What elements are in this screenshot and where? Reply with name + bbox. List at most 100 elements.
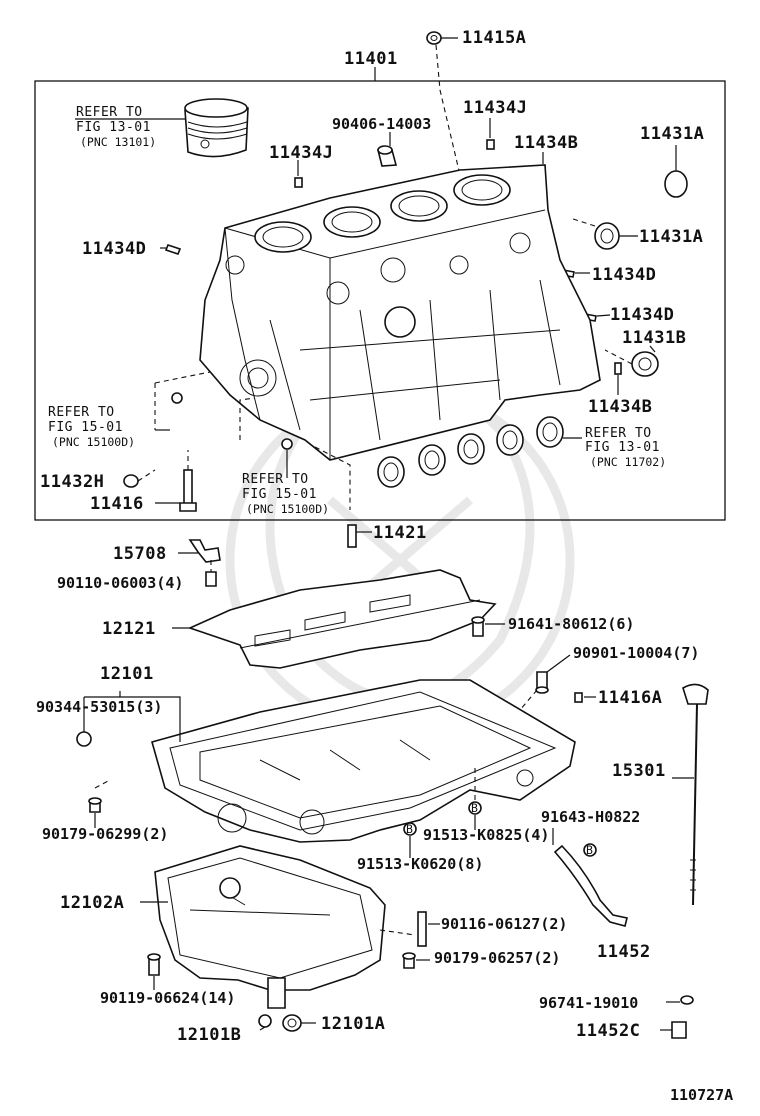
label-90344-53015: 90344-53015(3) (36, 698, 162, 716)
label-90901-10004: 90901-10004(7) (573, 644, 699, 662)
plug-11415A[interactable] (426, 31, 442, 45)
svg-text:FIG 13-01: FIG 13-01 (76, 120, 151, 135)
cap-11452C[interactable] (671, 1021, 687, 1039)
svg-text:(PNC 15100D): (PNC 15100D) (52, 435, 135, 449)
plug-11431A-top[interactable] (664, 170, 688, 198)
svg-text:FIG 15-01: FIG 15-01 (48, 420, 123, 435)
label-11452: 11452 (597, 942, 651, 962)
label-90110-06003: 90110-06003(4) (57, 574, 183, 592)
svg-text:(PNC 15100D): (PNC 15100D) (246, 502, 329, 516)
main-bearing-set[interactable] (377, 416, 564, 488)
svg-text:REFER TO: REFER TO (48, 405, 115, 420)
labels: 11415A 11401 11434J 90406-14003 11434B 1… (36, 28, 704, 1045)
dipstick-15301[interactable] (682, 683, 709, 906)
svg-text:B: B (586, 843, 593, 857)
label-11432H: 11432H (40, 472, 104, 492)
label-90119-06624: 90119-06624(14) (100, 989, 235, 1007)
ref-note-left-15-01: REFER TO FIG 15-01 (PNC 15100D) (48, 405, 135, 449)
label-91643-H0822: 91643-H0822 (541, 808, 640, 826)
plug-11431B[interactable] (631, 351, 659, 377)
ring-96741-19010[interactable] (680, 995, 694, 1005)
oil-baffle-plate-12121[interactable] (187, 569, 497, 669)
label-90116-06127: 90116-06127(2) (441, 915, 567, 933)
svg-text:B: B (406, 822, 413, 836)
pin-11434D-left[interactable] (164, 244, 182, 255)
label-90406-14003: 90406-14003 (332, 115, 431, 133)
label-12101A: 12101A (321, 1014, 385, 1034)
label-11434B-a: 11434B (514, 133, 578, 153)
pin-11434B-lower[interactable] (614, 362, 622, 375)
label-11431A-a: 11431A (640, 124, 704, 144)
label-11434B-b: 11434B (588, 397, 652, 417)
svg-text:(PNC 13101): (PNC 13101) (80, 135, 156, 149)
pin-11416A[interactable] (574, 692, 583, 703)
label-91641-80612: 91641-80612(6) (508, 615, 634, 633)
svg-text:FIG 15-01: FIG 15-01 (242, 487, 317, 502)
oil-pan-upper-12101[interactable] (151, 679, 576, 843)
label-15301: 15301 (612, 761, 666, 781)
pin-11421[interactable] (347, 524, 357, 548)
label-15708: 15708 (113, 544, 167, 564)
plug-left-side[interactable] (281, 438, 293, 450)
ref-note-bearing: REFER TO FIG 13-01 (PNC 11702) (585, 426, 666, 469)
label-96741-19010: 96741-19010 (539, 994, 638, 1012)
ref-note-mid-15-01: REFER TO FIG 15-01 (PNC 15100D) (242, 472, 329, 516)
svg-text:REFER TO: REFER TO (76, 105, 143, 120)
bolt-90119-06624[interactable] (147, 953, 161, 976)
bolt-91513-K0620[interactable]: B (403, 822, 417, 836)
label-11434J-b: 11434J (269, 143, 333, 163)
cylinder-block[interactable] (199, 164, 601, 461)
plug-90406-14003[interactable] (376, 145, 398, 167)
label-11434D-b: 11434D (592, 265, 656, 285)
bolt-90110[interactable] (205, 571, 217, 587)
svg-text:FIG 13-01: FIG 13-01 (585, 440, 660, 455)
label-11452C: 11452C (576, 1021, 640, 1041)
label-11416: 11416 (90, 494, 144, 514)
plug-11432H[interactable] (171, 392, 183, 404)
label-11421: 11421 (373, 523, 427, 543)
label-11434D-c: 11434D (610, 305, 674, 325)
seal-11431A[interactable] (594, 222, 620, 250)
svg-text:B: B (471, 801, 478, 815)
dowel-11434J-right[interactable] (486, 139, 495, 150)
oil-pan-lower-12102A[interactable] (154, 845, 386, 1009)
label-12101: 12101 (100, 664, 154, 684)
plug-90344-53015[interactable] (76, 731, 92, 747)
label-90179-06257: 90179-06257(2) (434, 949, 560, 967)
label-12121: 12121 (102, 619, 156, 639)
label-11431A-b: 11431A (639, 227, 703, 247)
label-11431B: 11431B (622, 328, 686, 348)
label-90179-06299: 90179-06299(2) (42, 825, 168, 843)
figure-code: 110727A (670, 1086, 733, 1104)
label-91513-K0620: 91513-K0620(8) (357, 855, 483, 873)
ref-note-piston: REFER TO FIG 13-01 (PNC 13101) (76, 105, 156, 149)
dowel-11434J-left[interactable] (294, 177, 303, 188)
bolt-90901-10004[interactable] (535, 671, 549, 694)
bolt-91641-80612[interactable] (471, 616, 485, 637)
svg-text:REFER TO: REFER TO (585, 426, 652, 441)
label-12101B: 12101B (177, 1025, 241, 1045)
svg-text:(PNC 11702): (PNC 11702) (590, 455, 666, 469)
plug-12101B[interactable] (258, 1014, 272, 1028)
label-11401: 11401 (344, 49, 398, 69)
label-11434J-a: 11434J (463, 98, 527, 118)
plug-11432H-lower[interactable] (123, 474, 139, 488)
piston-illustration (184, 98, 249, 158)
label-11416A: 11416A (598, 688, 662, 708)
cylinder-block-group-frame (34, 80, 726, 521)
stud-90116-06127[interactable] (417, 911, 427, 947)
label-11434D-a: 11434D (82, 239, 146, 259)
gasket-12101A[interactable] (282, 1014, 302, 1032)
stud-bolt-11416[interactable] (179, 469, 197, 512)
bracket-15708[interactable] (188, 539, 221, 563)
bolt-91513-K0825[interactable]: B (468, 801, 482, 815)
svg-text:REFER TO: REFER TO (242, 472, 309, 487)
plug-90179-06299[interactable] (88, 797, 102, 813)
plug-90179-06257[interactable] (402, 952, 416, 969)
oil-strainer-11452[interactable]: B (553, 843, 628, 927)
label-12102A: 12102A (60, 893, 124, 913)
label-91513-K0825: 91513-K0825(4) (423, 826, 549, 844)
label-11415A: 11415A (462, 28, 526, 48)
